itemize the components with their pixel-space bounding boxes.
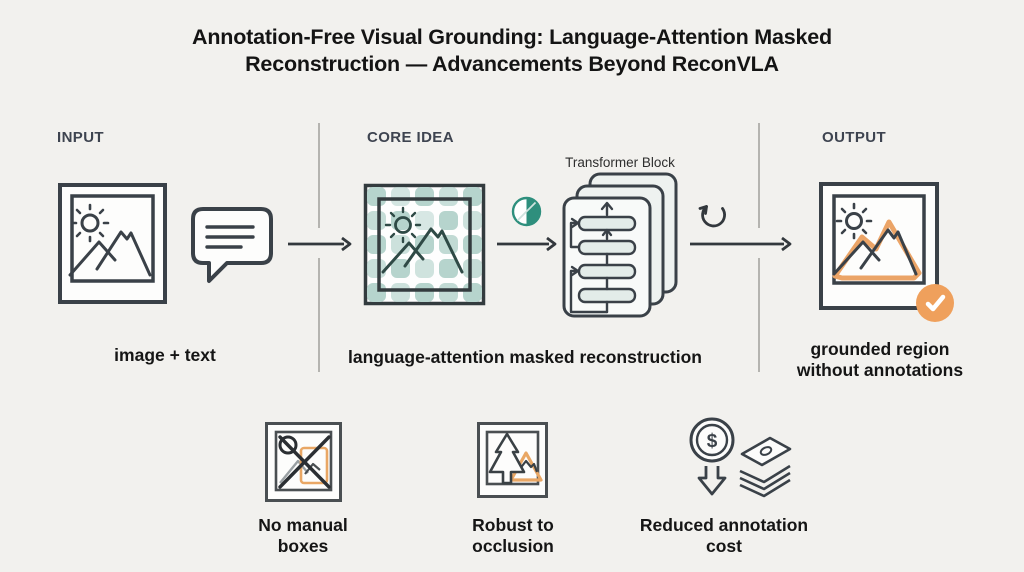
arrow-mask-to-transformer-icon: [497, 236, 557, 252]
section-label-core-idea: CORE IDEA: [367, 129, 454, 146]
core-caption: language-attention masked reconstruction: [348, 347, 702, 367]
arrow-core-to-output-icon: [690, 236, 792, 252]
page-title-line2: Reconstruction — Advancements Beyond Rec…: [245, 52, 779, 76]
check-badge-icon: [916, 284, 954, 322]
iterate-icon: [694, 197, 730, 233]
page-title: Annotation-Free Visual Grounding: Langua…: [0, 24, 1024, 78]
page-title-line1: Annotation-Free Visual Grounding: Langua…: [192, 25, 832, 49]
photo-icon: [57, 182, 168, 305]
arrow-input-to-core-icon: [288, 236, 352, 252]
divider-core-output-top: [758, 123, 760, 228]
divider-input-core-top: [318, 123, 320, 228]
feature-caption-cost: Reduced annotation cost: [639, 515, 809, 556]
mask-ratio-icon: [511, 196, 542, 227]
output-caption: grounded region without annotations: [790, 339, 970, 381]
dollar-symbol: $: [707, 431, 718, 452]
feature-caption-no-boxes: No manual boxes: [258, 515, 348, 556]
section-label-output: OUTPUT: [822, 129, 887, 146]
divider-core-output-bottom: [758, 258, 760, 372]
transformer-block-label: Transformer Block: [565, 155, 675, 170]
input-caption: image + text: [114, 345, 216, 365]
divider-input-core-bottom: [318, 258, 320, 372]
cost-icon: $: [680, 414, 798, 506]
feature-caption-occlusion: Robust to occlusion: [472, 515, 554, 556]
no-boxes-icon: [264, 421, 343, 503]
output-caption-line2: without annotations: [796, 360, 964, 380]
speech-bubble-icon: [189, 205, 275, 287]
output-caption-line1: grounded region: [810, 339, 950, 359]
grounded-photo-icon: [818, 181, 940, 311]
masked-image-icon: [363, 183, 486, 306]
occlusion-icon: [476, 421, 549, 499]
transformer-stack-icon: [562, 171, 680, 321]
section-label-input: INPUT: [57, 129, 104, 146]
